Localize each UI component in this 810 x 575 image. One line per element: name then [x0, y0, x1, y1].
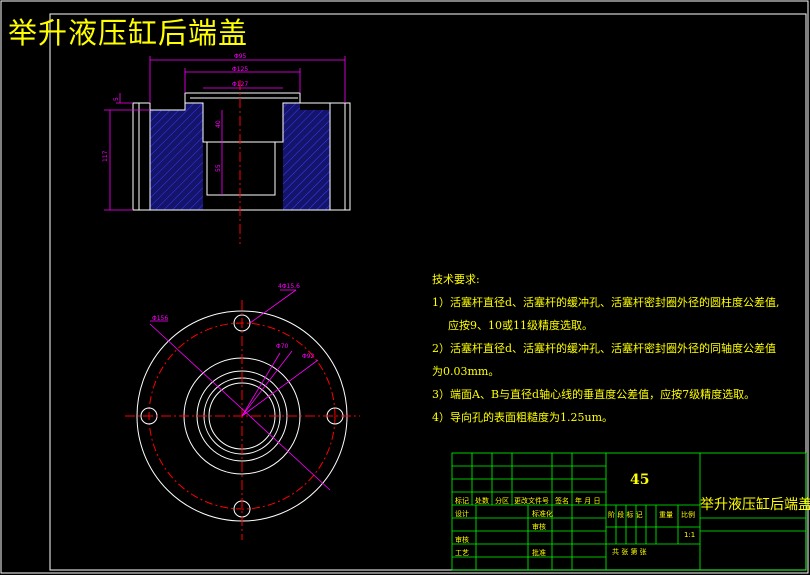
title-block-material: 45: [630, 472, 650, 488]
tech-item-1: 1）活塞杆直径d、活塞杆的缓冲孔、活塞杆密封圈外径的圆柱度公差值,: [432, 296, 780, 309]
tb-sheets: 共 张 第 张: [612, 548, 647, 556]
title-block-part-name: 举升液压缸后端盖: [700, 497, 810, 513]
inner-border: [49, 13, 807, 571]
dim-inner-dia1: Φ70: [276, 343, 289, 350]
dim-hole-pcd: Φ156: [152, 315, 168, 322]
tb-weight: 重量: [659, 511, 673, 519]
tech-item-3: 3）端面A、B与直径d轴心线的垂直度公差值，应按7级精度选取。: [432, 388, 756, 401]
title-block-grid: [451, 452, 807, 571]
section-view: [104, 56, 351, 244]
tech-item-1b: 应按9、10或11级精度选取。: [448, 319, 593, 332]
tb-check: 审核: [532, 523, 546, 531]
dim-flange-dia: Φ125: [232, 66, 248, 73]
dim-overall-dia: Φ95: [234, 53, 247, 60]
tb-scale: 比例: [681, 511, 695, 519]
dim-bore-depth2: 55: [215, 164, 222, 172]
tb-count: 处数: [475, 497, 489, 505]
dim-step: 5: [113, 97, 120, 101]
tech-heading: 技术要求:: [432, 273, 480, 286]
dim-bore-dia: Φ127: [232, 81, 248, 88]
tb-approve: 批准: [532, 549, 546, 557]
dim-hole-dia: 4Φ15.6: [278, 283, 300, 290]
drawing-title: 举升液压缸后端盖: [8, 16, 249, 50]
tb-date: 年 月 日: [575, 497, 601, 505]
tb-standardize: 标准化: [532, 510, 553, 518]
dim-inner-dia2: Φ92: [302, 353, 315, 360]
tech-item-2b: 为0.03mm。: [432, 365, 500, 378]
tb-zone: 分区: [495, 497, 509, 505]
tb-mark: 标记: [455, 497, 469, 505]
dim-bore-depth1: 40: [215, 120, 222, 128]
tb-design: 设计: [455, 510, 469, 518]
tb-doc-no: 更改文件号: [514, 497, 549, 505]
tb-process: 工艺: [455, 549, 469, 557]
dim-height: 117: [102, 150, 109, 162]
tb-stage: 阶 段 标 记: [608, 511, 643, 519]
plan-view: [125, 289, 360, 540]
tb-scale-value: 1:1: [684, 531, 696, 539]
technical-requirements: 技术要求: 1）活塞杆直径d、活塞杆的缓冲孔、活塞杆密封圈外径的圆柱度公差值, …: [432, 268, 780, 429]
tb-review: 审核: [455, 536, 469, 544]
tb-sign: 签名: [555, 497, 569, 505]
tech-item-4: 4）导向孔的表面粗糙度为1.25um。: [432, 411, 614, 424]
tech-item-2: 2）活塞杆直径d、活塞杆的缓冲孔、活塞杆密封圈外径的同轴度公差值: [432, 342, 777, 355]
